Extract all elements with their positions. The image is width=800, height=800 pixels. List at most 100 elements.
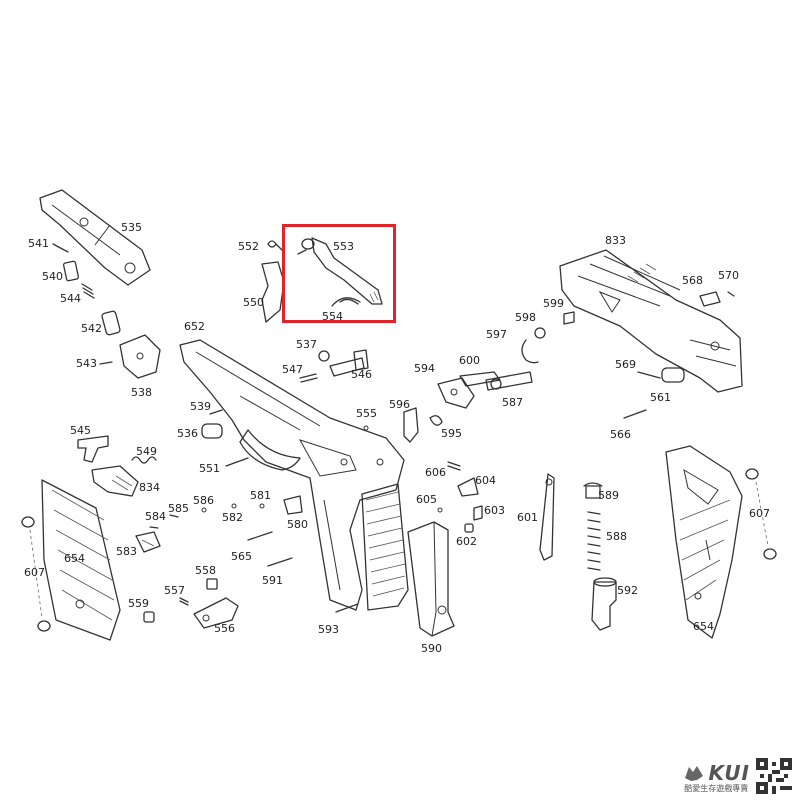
part-595	[429, 415, 443, 426]
part-596	[403, 407, 419, 443]
label-539: 539	[190, 400, 211, 413]
part-540	[62, 260, 80, 282]
label-599: 599	[543, 297, 564, 310]
label-549: 549	[136, 445, 157, 458]
part-frame-grip-hatch	[361, 483, 409, 611]
part-538	[119, 334, 161, 379]
part-580	[283, 495, 303, 515]
label-588: 588	[606, 530, 627, 543]
label-834: 834	[139, 481, 160, 494]
label-543: 543	[76, 357, 97, 370]
label-541: 541	[28, 237, 49, 250]
label-544: 544	[60, 292, 81, 305]
part-556	[193, 597, 239, 629]
part-539	[209, 409, 223, 415]
label-585: 585	[168, 502, 189, 515]
label-602: 602	[456, 535, 477, 548]
label-654-left: 654	[64, 552, 85, 565]
part-566	[623, 409, 647, 419]
label-603: 603	[484, 504, 505, 517]
label-557: 557	[164, 584, 185, 597]
label-593: 593	[318, 623, 339, 636]
label-833: 833	[605, 234, 626, 247]
label-542: 542	[81, 322, 102, 335]
part-541	[52, 243, 69, 253]
label-596: 596	[389, 398, 410, 411]
label-551: 551	[199, 462, 220, 475]
label-556: 556	[214, 622, 235, 635]
part-582	[231, 503, 237, 509]
label-535: 535	[121, 221, 142, 234]
part-555	[363, 425, 369, 431]
part-585	[169, 514, 179, 518]
part-589	[583, 482, 603, 499]
part-652	[179, 339, 405, 611]
part-545	[77, 435, 109, 463]
part-557	[179, 597, 189, 606]
label-559: 559	[128, 597, 149, 610]
part-550	[261, 261, 285, 323]
part-592	[591, 577, 617, 631]
part-554	[331, 297, 361, 307]
label-568: 568	[682, 274, 703, 287]
label-582: 582	[222, 511, 243, 524]
label-565: 565	[231, 550, 252, 563]
part-537	[318, 350, 330, 362]
label-555: 555	[356, 407, 377, 420]
label-654-right: 654	[693, 620, 714, 633]
part-558	[206, 578, 218, 590]
part-600	[459, 371, 501, 387]
label-558: 558	[195, 564, 216, 577]
part-561	[661, 367, 685, 383]
label-606: 606	[425, 466, 446, 479]
part-599	[563, 311, 575, 325]
part-565	[247, 531, 273, 541]
label-581: 581	[250, 489, 271, 502]
part-535	[39, 189, 151, 286]
part-553	[297, 237, 383, 305]
part-590	[407, 521, 455, 637]
label-590: 590	[421, 642, 442, 655]
part-598	[534, 327, 546, 339]
label-595: 595	[441, 427, 462, 440]
label-597: 597	[486, 328, 507, 341]
label-607-left: 607	[24, 566, 45, 579]
label-589: 589	[598, 489, 619, 502]
part-605	[437, 507, 443, 513]
part-594	[437, 377, 475, 409]
part-834	[91, 465, 139, 497]
label-584: 584	[145, 510, 166, 523]
part-606	[447, 461, 461, 471]
part-604	[457, 477, 479, 497]
part-607-left	[21, 516, 51, 632]
label-547: 547	[282, 363, 303, 376]
part-587	[485, 371, 533, 391]
part-833	[559, 249, 743, 393]
part-536	[201, 423, 223, 439]
brand-tagline: 酷愛生存遊戲專賣	[684, 784, 749, 793]
label-601: 601	[517, 511, 538, 524]
part-583	[135, 531, 161, 553]
part-654-left	[41, 479, 121, 641]
part-570	[727, 291, 735, 297]
label-592: 592	[617, 584, 638, 597]
label-586: 586	[193, 494, 214, 507]
part-584	[149, 526, 159, 529]
part-546	[329, 349, 369, 377]
label-580: 580	[287, 518, 308, 531]
part-607-right	[745, 468, 777, 560]
part-569	[637, 371, 661, 379]
part-568	[699, 291, 721, 307]
brand-name: KUI	[708, 761, 750, 785]
part-552	[267, 240, 283, 251]
label-554: 554	[322, 310, 343, 323]
label-652: 652	[184, 320, 205, 333]
label-570: 570	[718, 269, 739, 282]
part-601	[539, 473, 555, 561]
brand-logo: KUI 酷愛生存遊戲專賣	[683, 763, 750, 794]
label-598: 598	[515, 311, 536, 324]
label-550: 550	[243, 296, 264, 309]
label-569: 569	[615, 358, 636, 371]
part-591	[267, 557, 293, 567]
label-538: 538	[131, 386, 152, 399]
